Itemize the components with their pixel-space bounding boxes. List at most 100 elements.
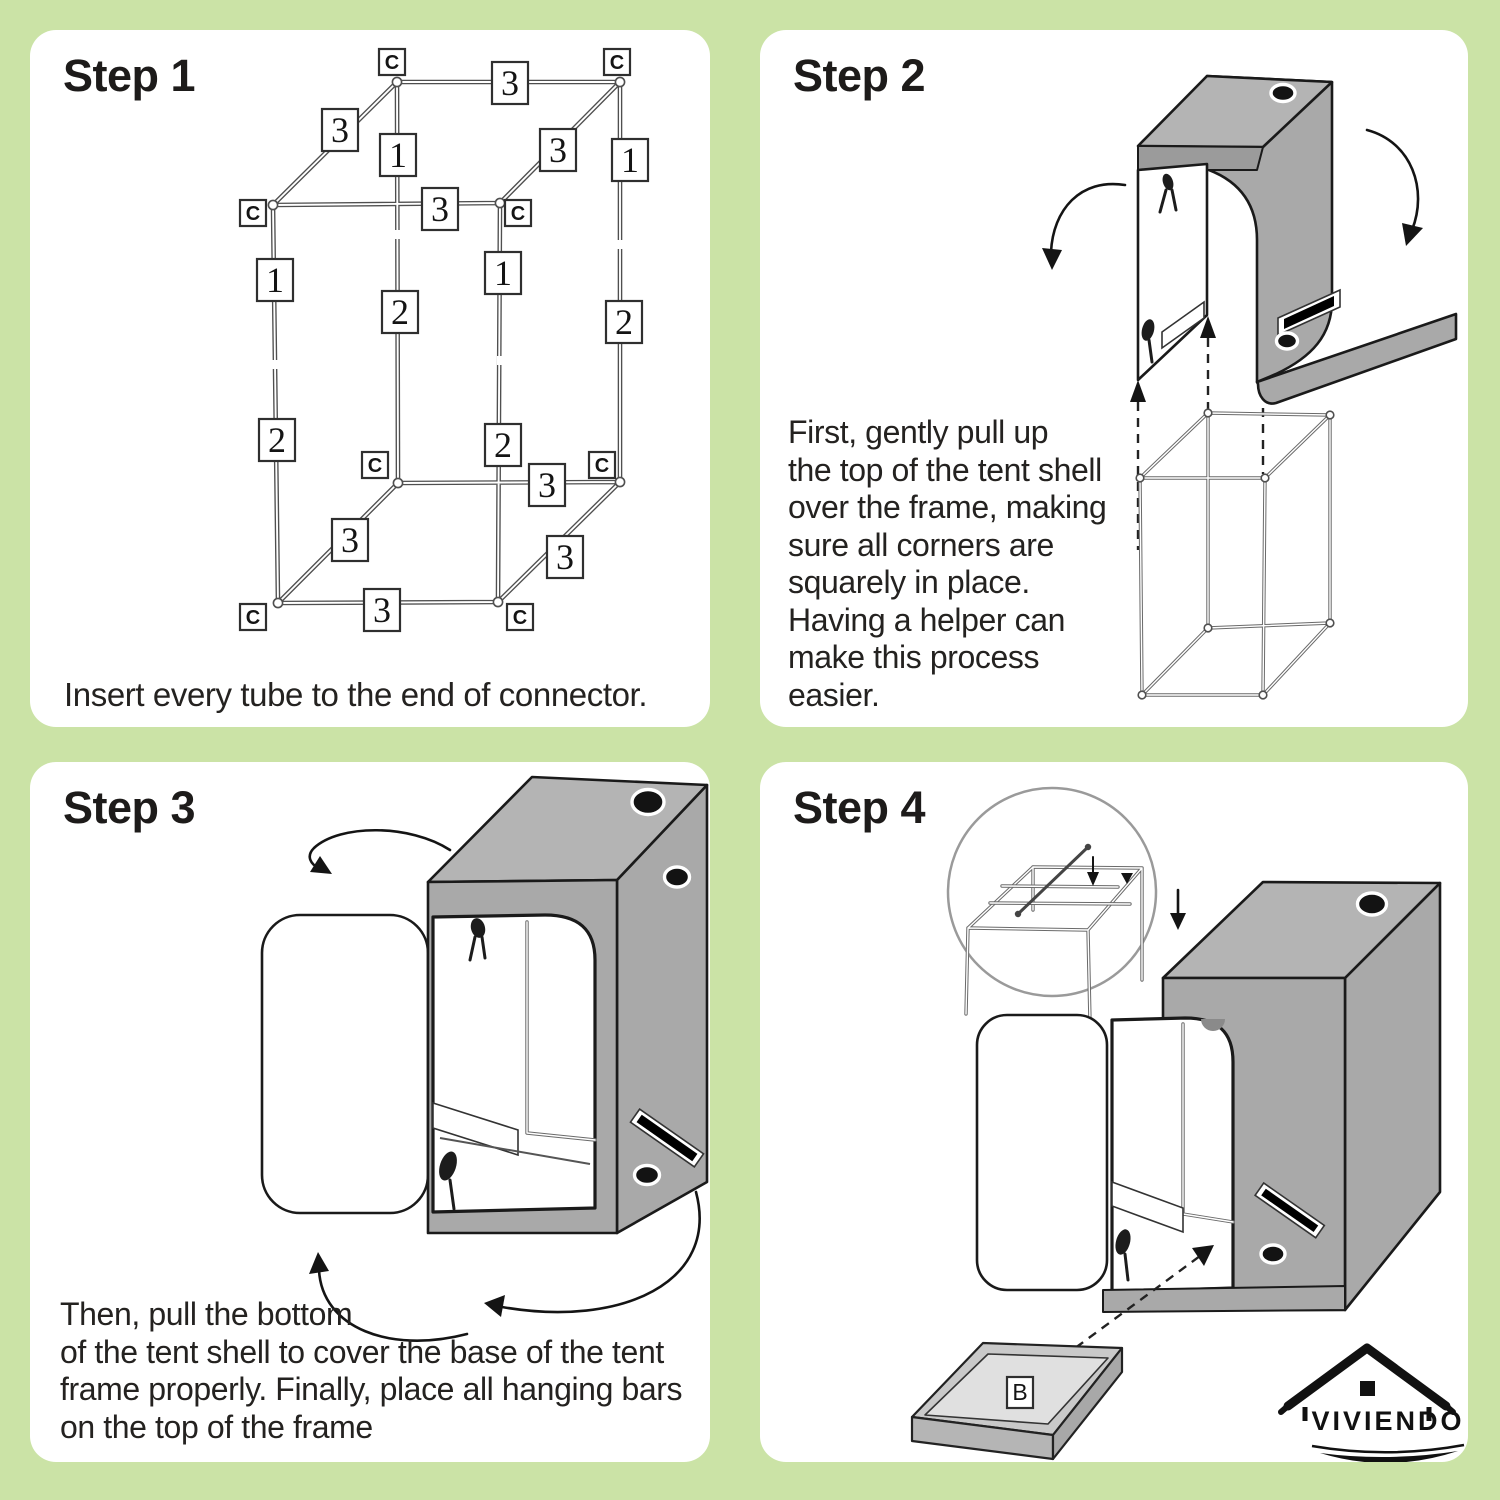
curved-arrow-icon: [1042, 182, 1127, 270]
svg-text:3: 3: [549, 130, 567, 170]
vent-hole: [630, 787, 666, 817]
corner-connectors: [267, 76, 626, 609]
svg-text:3: 3: [538, 465, 556, 505]
insert-tray-arrow: [1062, 1245, 1214, 1358]
vent-slot: [629, 1107, 705, 1169]
tube-label: 3: [320, 107, 360, 153]
tube-label: 1: [255, 257, 295, 303]
tie-strap-icon: [1141, 319, 1155, 364]
shell-front-band: [1137, 145, 1264, 171]
connector-label: C: [238, 602, 268, 632]
tie-strap-icon: [468, 918, 487, 962]
svg-text:3: 3: [556, 537, 574, 577]
svg-text:3: 3: [373, 590, 391, 630]
instruction-line: on the top of the frame: [60, 1408, 373, 1445]
tray-label: B: [1005, 1375, 1035, 1410]
tent-shell-over-frame-illustration: [1042, 74, 1458, 700]
svg-text:C: C: [368, 455, 382, 477]
vent-hole: [662, 865, 692, 889]
hanging-bars-inset: [946, 786, 1158, 1024]
svg-text:2: 2: [268, 420, 286, 460]
step-2-title: Step 2: [793, 50, 926, 101]
tie-strap-icon: [1158, 173, 1178, 214]
svg-text:3: 3: [331, 110, 349, 150]
connector-label: C: [377, 47, 407, 77]
instruction-line: of the tent shell to cover the base of t…: [60, 1333, 664, 1370]
svg-text:B: B: [1012, 1379, 1027, 1405]
pull-up-arrow: [1130, 380, 1146, 550]
step-3-instructions: Then, pull the bottom of the tent shell …: [60, 1296, 683, 1446]
hanging-bar: [1014, 843, 1092, 918]
svg-text:2: 2: [615, 302, 633, 342]
step-1-caption: Insert every tube to the end of connecto…: [64, 676, 648, 713]
step-1-title: Step 1: [63, 50, 196, 101]
tube-label: 3: [330, 517, 370, 563]
instruction-line: sure all corners are: [788, 526, 1054, 563]
svg-text:C: C: [610, 52, 624, 74]
svg-text:1: 1: [389, 135, 407, 175]
instruction-line: First, gently pull up: [788, 414, 1049, 450]
vent-hole: [632, 1163, 662, 1187]
shell-flap: [1255, 312, 1458, 405]
svg-text:C: C: [246, 607, 260, 629]
instruction-line: frame properly. Finally, place all hangi…: [60, 1371, 683, 1407]
svg-text:C: C: [595, 455, 609, 477]
curved-arrow-icon: [484, 1190, 701, 1317]
viviendo-logo: VIVIENDO: [1278, 1343, 1465, 1462]
tent-with-open-door-illustration: [260, 775, 709, 1342]
drip-tray: B: [910, 1341, 1124, 1461]
instruction-line: easier.: [788, 676, 880, 713]
connector-label: C: [360, 450, 390, 480]
instruction-line: squarely in place.: [788, 564, 1030, 600]
vent-slot: [1253, 1181, 1326, 1239]
door-flap: [975, 1013, 1109, 1292]
step-4-title: Step 4: [793, 782, 926, 833]
instruction-line: Then, pull the bottom: [60, 1296, 353, 1332]
tube-label: 1: [610, 137, 650, 183]
svg-text:1: 1: [266, 260, 284, 300]
vent-slot: [1161, 300, 1205, 350]
tent-bottom-strip: [1102, 1285, 1346, 1313]
svg-text:3: 3: [341, 520, 359, 560]
connector-label: C: [238, 198, 268, 228]
corner-connectors: [1135, 408, 1335, 700]
tie-strap-icon: [439, 1151, 457, 1211]
instruction-line: over the frame, making: [788, 489, 1107, 525]
hanging-bars-and-tray-illustration: B VIVIENDO: [910, 786, 1465, 1462]
vent-slot: [1277, 288, 1341, 337]
down-arrow-icon: [1170, 888, 1186, 930]
curved-arrow-icon: [308, 829, 452, 874]
tube-label: 2: [483, 422, 523, 468]
connector-label: C: [587, 450, 617, 480]
svg-text:1: 1: [621, 140, 639, 180]
logo-text: VIVIENDO: [1311, 1406, 1464, 1436]
tube-label: 2: [257, 417, 297, 463]
step-1-panel: Step 1 C C C C C C C C 3 3 3 3 3 3 3 3: [30, 30, 710, 727]
svg-text:C: C: [511, 203, 525, 225]
tent-interior: [432, 918, 597, 1211]
vent-hole: [1355, 891, 1389, 917]
svg-text:2: 2: [391, 292, 409, 332]
step-2-instructions: First, gently pull up the top of the ten…: [788, 414, 1107, 714]
tube-frame-diagram: C C C C C C C C 3 3 3 3 3 3 3 3 1 1 1 1 …: [238, 47, 650, 633]
svg-text:3: 3: [431, 189, 449, 229]
tube-label: 3: [538, 127, 578, 173]
svg-text:C: C: [246, 203, 260, 225]
house-icon: [1278, 1343, 1456, 1421]
connector-label: C: [602, 47, 632, 77]
vent-hole: [1274, 331, 1300, 351]
step-3-title: Step 3: [63, 782, 196, 833]
door-opening: [431, 913, 597, 1214]
svg-text:3: 3: [501, 63, 519, 103]
tube-label: 3: [527, 462, 567, 508]
tube-label: 2: [380, 289, 420, 335]
tie-strap-icon: [1115, 1229, 1131, 1282]
tube-label: 1: [483, 250, 523, 296]
tube-label: 2: [604, 299, 644, 345]
door-opening: [1110, 1016, 1235, 1294]
svg-text:1: 1: [494, 253, 512, 293]
tube-label: 3: [490, 60, 530, 106]
tie-strap-icon: [1201, 1019, 1225, 1031]
vent-hole: [1269, 82, 1297, 104]
